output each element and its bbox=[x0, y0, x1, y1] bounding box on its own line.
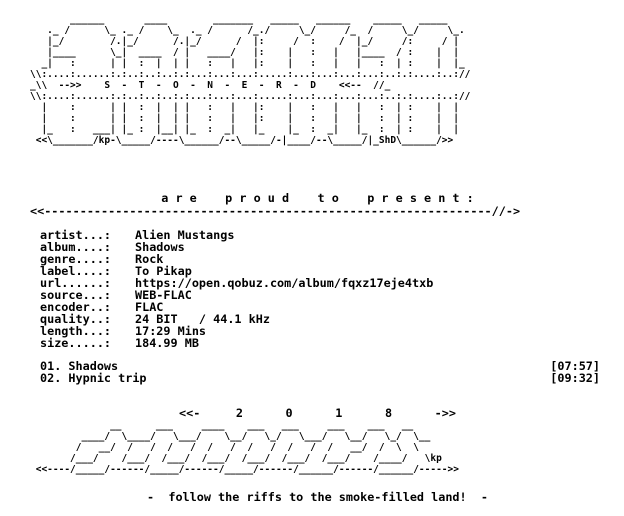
track-row: 01. Shadows [07:57] bbox=[40, 360, 600, 372]
info-row-size: size.....: 184.99 MB bbox=[40, 337, 600, 349]
info-key: label....: bbox=[40, 264, 112, 278]
info-value: Rock bbox=[135, 252, 164, 266]
info-key: size.....: bbox=[40, 336, 112, 350]
year-line: <<- 2 0 1 8 ->> bbox=[179, 406, 456, 420]
info-row-encoder: encoder..: FLAC bbox=[40, 301, 600, 313]
info-key: genre....: bbox=[40, 252, 112, 266]
info-key: artist...: bbox=[40, 228, 112, 242]
info-key: source...: bbox=[40, 288, 112, 302]
info-value: 24 BIT / 44.1 kHz bbox=[135, 312, 270, 326]
track-duration: [09:32] bbox=[550, 371, 600, 385]
track-duration: [07:57] bbox=[550, 359, 600, 373]
info-value: 17:29 Mins bbox=[135, 324, 207, 338]
footer-ascii-logo: __ ___ ____ ___ ___ ___ ___ __ ____/ \__… bbox=[35, 420, 459, 475]
info-key: url......: bbox=[40, 276, 112, 290]
info-key: album....: bbox=[40, 240, 112, 254]
info-value: https://open.qobuz.com/album/fqxz17eje4t… bbox=[135, 276, 434, 290]
info-row-url: url......: https://open.qobuz.com/album/f… bbox=[40, 277, 600, 289]
tagline: - follow the riffs to the smoke-filled l… bbox=[147, 490, 488, 504]
track-title: 02. Hypnic trip bbox=[40, 371, 147, 385]
info-row-album: album....: Shadows bbox=[40, 241, 600, 253]
info-value: 184.99 MB bbox=[135, 336, 199, 350]
info-value: Alien Mustangs bbox=[135, 228, 235, 242]
info-row-genre: genre....: Rock bbox=[40, 253, 600, 265]
divider-rule: <<--------------------------------------… bbox=[30, 204, 521, 218]
stonerd-ascii-logo: ______ ____ _______ _____ ______ _____ _… bbox=[30, 14, 471, 146]
info-row-length: length...: 17:29 Mins bbox=[40, 325, 600, 337]
info-value: WEB-FLAC bbox=[135, 288, 192, 302]
info-value: FLAC bbox=[135, 300, 164, 314]
info-key: length...: bbox=[40, 324, 112, 338]
info-row-label: label....: To Pikap bbox=[40, 265, 600, 277]
track-row: 02. Hypnic trip [09:32] bbox=[40, 372, 600, 384]
present-line: a r e p r o u d t o p r e s e n t : bbox=[161, 191, 474, 205]
info-key: encoder..: bbox=[40, 300, 112, 314]
info-value: To Pikap bbox=[135, 264, 192, 278]
info-row-quality: quality..: 24 BIT / 44.1 kHz bbox=[40, 313, 600, 325]
info-row-artist: artist...: Alien Mustangs bbox=[40, 229, 600, 241]
info-key: quality..: bbox=[40, 312, 112, 326]
info-row-source: source...: WEB-FLAC bbox=[40, 289, 600, 301]
info-value: Shadows bbox=[135, 240, 185, 254]
track-title: 01. Shadows bbox=[40, 359, 119, 373]
